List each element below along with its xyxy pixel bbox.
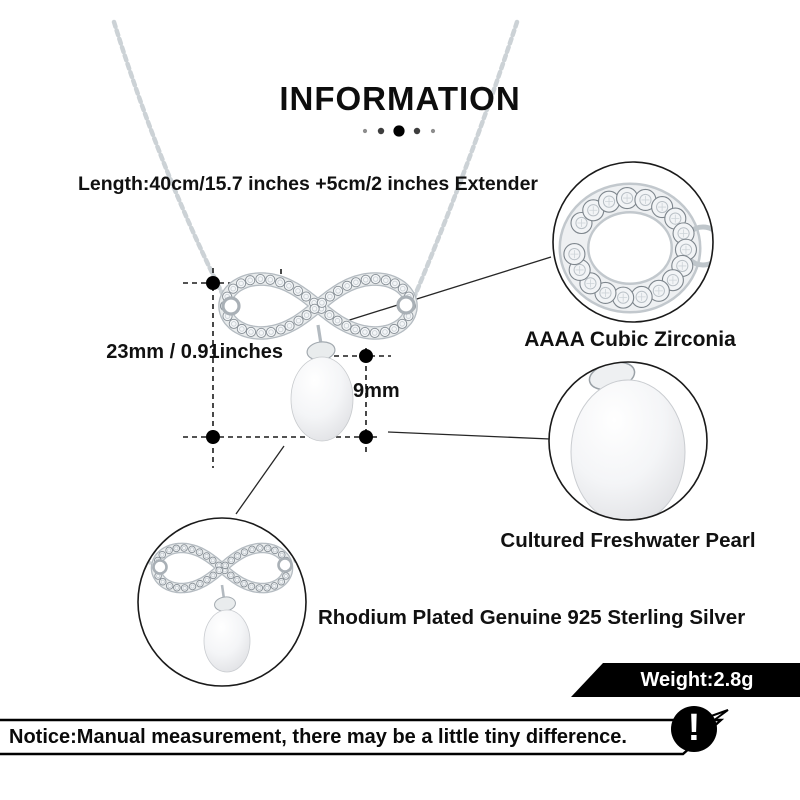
length-label: Length:40cm/15.7 inches +5cm/2 inches Ex…: [77, 173, 539, 195]
weight-badge: [571, 663, 800, 697]
callout-label-silver: Rhodium Plated Genuine 925 Sterling Silv…: [318, 606, 746, 629]
page-title: INFORMATION: [279, 80, 521, 117]
notice-text: Notice:Manual measurement, there may be …: [9, 726, 627, 748]
measurement-dots: [206, 276, 373, 444]
title-divider-dots: [362, 125, 436, 137]
callout-label-zirconia: AAAA Cubic Zirconia: [524, 328, 736, 351]
exclamation-badge: [671, 706, 717, 752]
callout-circle-zirconia: [552, 161, 714, 323]
pearl-height-measurement: 9mm: [353, 380, 400, 402]
callout-label-pearl: Cultured Freshwater Pearl: [500, 529, 756, 552]
callout-lines: [235, 256, 552, 515]
pendant-height-measurement: 23mm / 0.91inches: [106, 341, 283, 363]
necklace-chain: [111, 19, 520, 303]
notice-ribbon: [0, 706, 729, 756]
pearl-drop: [290, 324, 354, 442]
pendant-jump-rings: [221, 295, 416, 316]
exclamation-icon: !: [687, 707, 701, 749]
weight-badge-label: Weight:2.8g: [640, 669, 754, 691]
callout-circle-pendant: [137, 517, 307, 687]
callout-circle-pearl: [548, 361, 708, 521]
